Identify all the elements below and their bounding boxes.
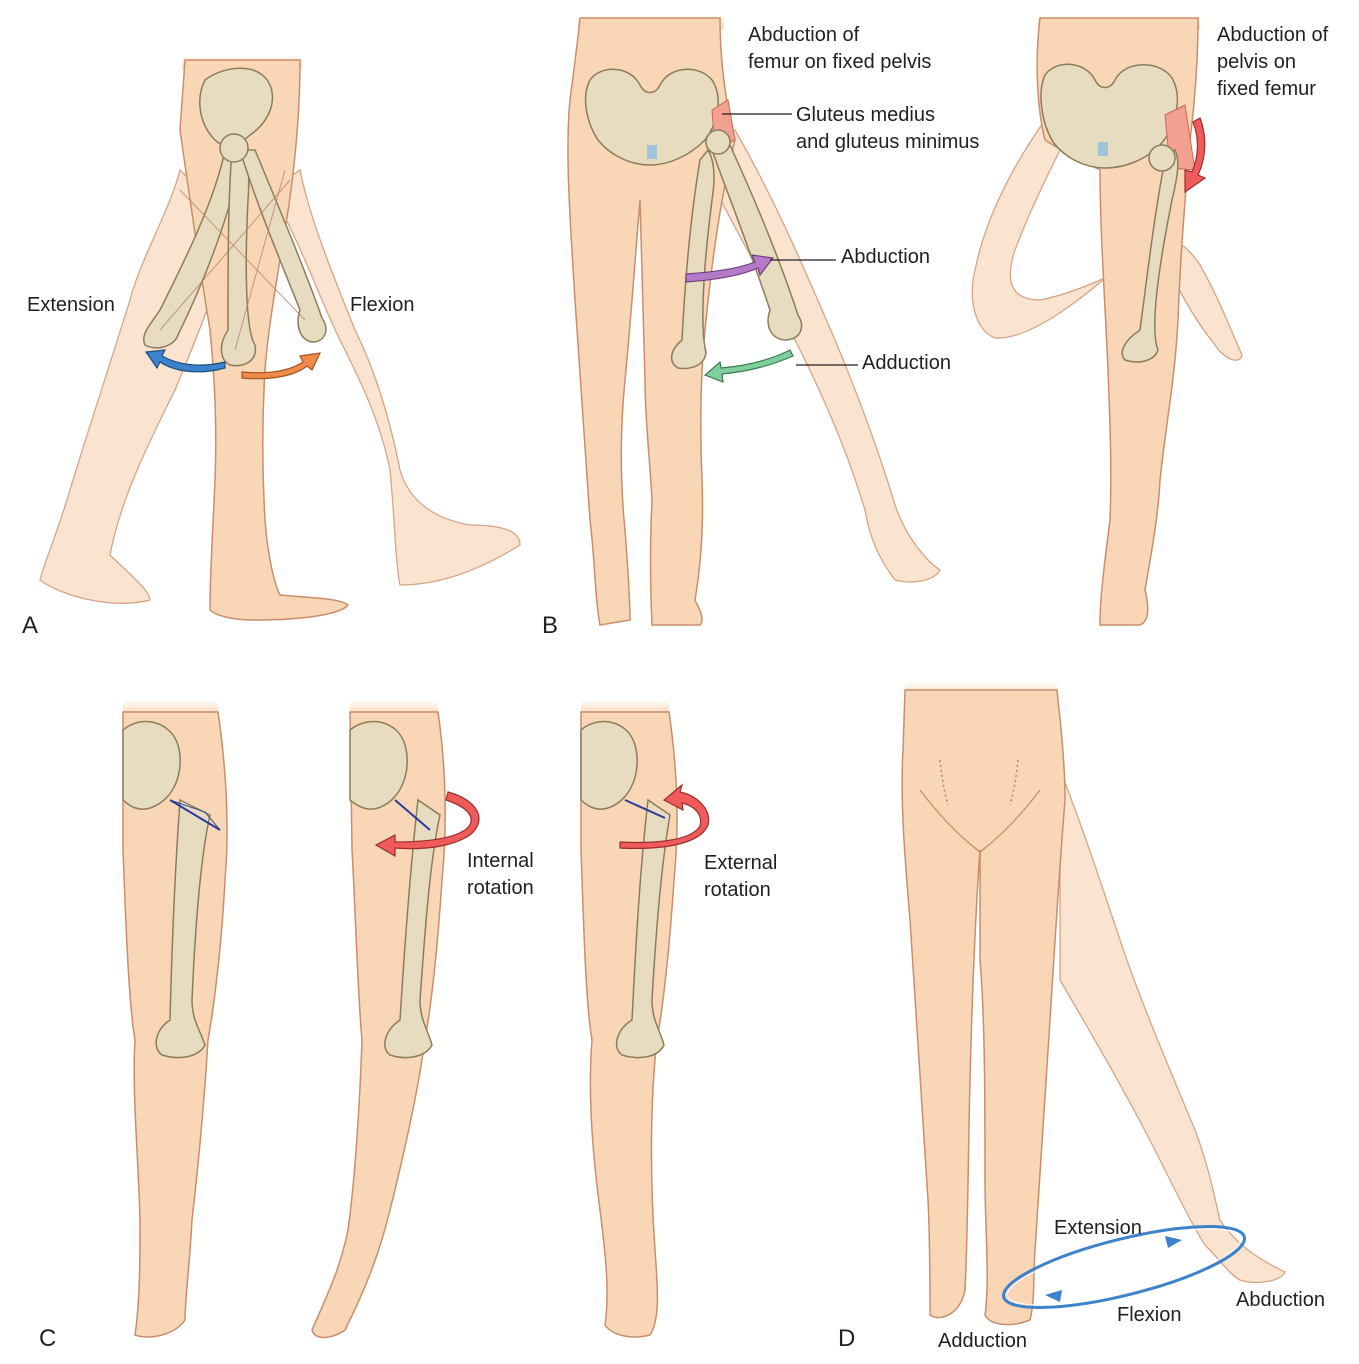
adduction-label: Adduction — [862, 352, 951, 374]
leg-external-rotation: External rotation — [580, 700, 777, 1338]
extension-arrow — [144, 349, 226, 373]
abduction-label: Abduction — [1236, 1289, 1325, 1311]
gluteus-label-line2: and gluteus minimus — [796, 131, 979, 153]
gluteus-label-line1: Gluteus medius — [796, 104, 935, 126]
panel-d-letter: D — [838, 1325, 855, 1352]
circumduction-loop — [1001, 1225, 1247, 1309]
femoral-head — [1148, 144, 1176, 172]
external-rotation-arrow — [619, 783, 710, 849]
internal-rotation-arrow — [374, 791, 480, 858]
pelvis-abduction-arrow — [1184, 117, 1207, 194]
flexion-arrowhead — [1045, 1290, 1062, 1302]
abduction-femur-line2: femur on fixed pelvis — [748, 51, 931, 73]
torso-and-legs — [901, 689, 1066, 1326]
panel-b-femur-abduction: Abduction of femur on fixed pelvis Glute… — [542, 15, 979, 639]
femur-flexed — [238, 149, 327, 343]
raised-leg — [971, 119, 1243, 361]
external-rotation-line2: rotation — [704, 879, 771, 901]
extension-label: Extension — [27, 294, 115, 316]
panel-d: Extension Flexion Abduction Adduction D — [838, 682, 1325, 1352]
abduction-femur-line1: Abduction of — [748, 24, 860, 46]
adduction-arrow — [703, 349, 794, 383]
leg-internal-rotation: Internal rotation — [311, 700, 534, 1339]
abduction-arrow — [685, 254, 775, 283]
panel-b-pelvis-abduction: Abduction of pelvis on fixed femur — [971, 15, 1329, 626]
pelvis-bone — [584, 68, 719, 166]
pubic-symphysis — [1098, 142, 1108, 156]
standing-leg — [179, 59, 350, 621]
panel-a-letter: A — [22, 612, 38, 639]
leg-neutral — [122, 700, 228, 1338]
flexion-arrow — [241, 352, 322, 380]
femur-neutral — [220, 138, 257, 367]
abducted-leg — [1059, 769, 1286, 1283]
pubic-symphysis — [647, 145, 657, 159]
panel-c-letter: C — [39, 1325, 56, 1352]
abduction-pelvis-line2: pelvis on — [1217, 51, 1296, 73]
flexed-leg — [269, 168, 521, 586]
femoral-head — [219, 133, 249, 163]
flexion-label: Flexion — [350, 294, 414, 316]
extension-label: Extension — [1054, 1217, 1142, 1239]
pelvis-bone — [199, 67, 274, 147]
adduction-label: Adduction — [938, 1330, 1027, 1352]
abduction-pelvis-line3: fixed femur — [1217, 78, 1316, 100]
panel-c: Internal rotation External rotation C — [39, 700, 777, 1352]
femur-extended — [143, 148, 241, 349]
abduction-pelvis-line1: Abduction of — [1217, 24, 1329, 46]
pelvis-bone — [1040, 63, 1179, 169]
femur-standing — [1121, 148, 1179, 363]
flexion-label: Flexion — [1117, 1304, 1181, 1326]
internal-rotation-line1: Internal — [467, 850, 534, 872]
abduction-label: Abduction — [841, 246, 930, 268]
femur-abducted — [711, 144, 803, 341]
extension-arrowhead — [1165, 1236, 1182, 1248]
external-rotation-line1: External — [704, 852, 777, 874]
femoral-head — [705, 129, 731, 155]
internal-rotation-line2: rotation — [467, 877, 534, 899]
panel-b-letter: B — [542, 612, 558, 639]
panel-a: Extension Flexion A — [22, 55, 521, 639]
